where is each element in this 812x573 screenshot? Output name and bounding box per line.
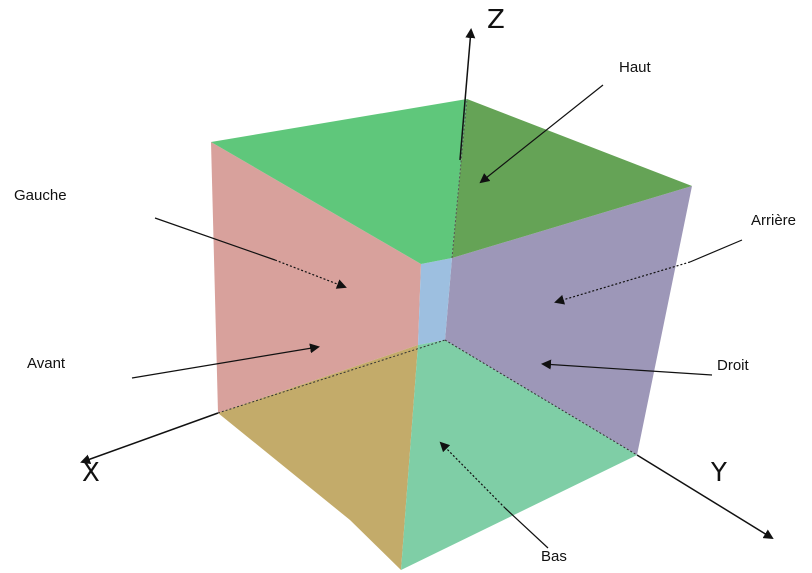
label-haut: Haut	[619, 59, 652, 76]
top-face-light	[211, 99, 467, 264]
axis-label-x: X	[82, 458, 100, 488]
axis-label-y: Y	[710, 458, 727, 488]
droit-leader	[541, 359, 713, 376]
bas-leader-hidden	[439, 441, 506, 509]
bottom-face-light	[401, 340, 637, 570]
bas-leader	[504, 507, 549, 549]
label-droit: Droit	[717, 357, 750, 374]
haut-leader	[479, 84, 604, 184]
label-bas: Bas	[541, 548, 567, 565]
axis-label-z: Z	[487, 5, 505, 35]
bottom-face-dark	[218, 345, 418, 570]
arriere-leader-hidden	[554, 261, 691, 305]
hidden-edge	[444, 339, 638, 456]
z-axis	[459, 28, 476, 161]
top-face-dark	[452, 99, 692, 258]
label-arriere: Arrière	[751, 212, 796, 229]
label-gauche: Gauche	[14, 187, 67, 204]
y-axis	[636, 454, 774, 540]
label-avant: Avant	[27, 355, 66, 372]
avant-leader	[131, 343, 320, 379]
arriere-leader	[689, 239, 743, 263]
x-axis	[80, 412, 219, 464]
gauche-leader	[154, 217, 276, 261]
gauche-leader-hidden	[274, 259, 347, 289]
back-face-right	[445, 186, 692, 455]
left-face	[211, 142, 421, 413]
inner-corner-face	[418, 258, 452, 345]
hidden-edge	[451, 98, 468, 259]
